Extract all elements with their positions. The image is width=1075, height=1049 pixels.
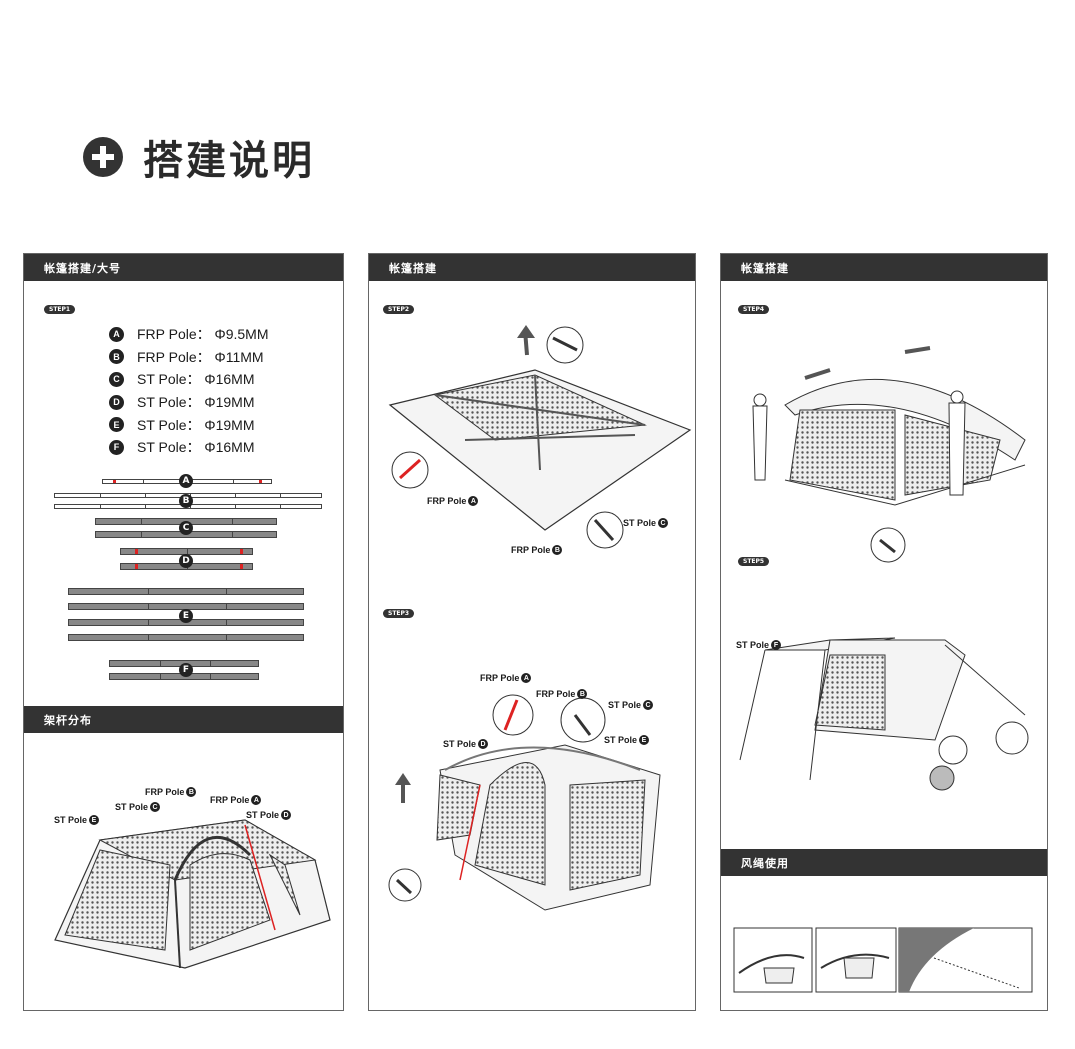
- letter-badge: E: [109, 417, 124, 432]
- spec-text: ST Pole： Φ16MM: [137, 369, 255, 389]
- spec-text: FRP Pole： Φ9.5MM: [137, 324, 269, 344]
- spec-row: C ST Pole： Φ16MM: [109, 368, 269, 391]
- spec-row: E ST Pole： Φ19MM: [109, 413, 269, 436]
- spec-text: ST Pole： Φ19MM: [137, 415, 255, 435]
- step-badge: STEP2: [383, 305, 414, 314]
- spec-text: ST Pole： Φ16MM: [137, 437, 255, 457]
- step5-illustration: [735, 630, 1035, 795]
- letter-badge: D: [109, 395, 124, 410]
- letter-badge: C: [109, 372, 124, 387]
- spec-row: F ST Pole： Φ16MM: [109, 436, 269, 459]
- letter-badge: B: [109, 349, 124, 364]
- letter-badge: A: [109, 327, 124, 342]
- spec-text: ST Pole： Φ19MM: [137, 392, 255, 412]
- pole-spec-list: A FRP Pole： Φ9.5MM B FRP Pole： Φ11MM C ST P…: [109, 323, 269, 459]
- step4-illustration: [745, 340, 1035, 565]
- section-header: 架杆分布: [24, 706, 343, 733]
- panel-header: 帐篷搭建: [369, 254, 695, 281]
- panel-header: 帐篷搭建: [721, 254, 1047, 281]
- section-header: 风绳使用: [721, 849, 1047, 876]
- pole-letter: A: [179, 474, 193, 488]
- pole-letter: C: [179, 521, 193, 535]
- step-badge: STEP1: [44, 305, 75, 314]
- spec-row: D ST Pole： Φ19MM: [109, 391, 269, 414]
- pole-letter: D: [179, 554, 193, 568]
- letter-badge: F: [109, 440, 124, 455]
- page-heading: 搭建说明: [83, 128, 315, 186]
- step-badge: STEP4: [738, 305, 769, 314]
- frame-distribution-illustration: [45, 800, 335, 980]
- pole-letter: B: [179, 494, 193, 508]
- spec-text: FRP Pole： Φ11MM: [137, 347, 264, 367]
- plus-circle-icon: [83, 137, 123, 177]
- spec-row: A FRP Pole： Φ9.5MM: [109, 323, 269, 346]
- guyline-illustrations: [734, 928, 1034, 994]
- spec-row: B FRP Pole： Φ11MM: [109, 346, 269, 369]
- step3-illustration: [385, 675, 690, 910]
- page-title: 搭建说明: [143, 128, 315, 186]
- step2-illustration: [385, 320, 695, 550]
- pole-e: [68, 588, 304, 595]
- panel-header: 帐篷搭建/大号: [24, 254, 343, 281]
- step-badge: STEP3: [383, 609, 414, 618]
- pole-letter: F: [179, 663, 193, 677]
- pole-letter: E: [179, 609, 193, 623]
- pole-e: [68, 634, 304, 641]
